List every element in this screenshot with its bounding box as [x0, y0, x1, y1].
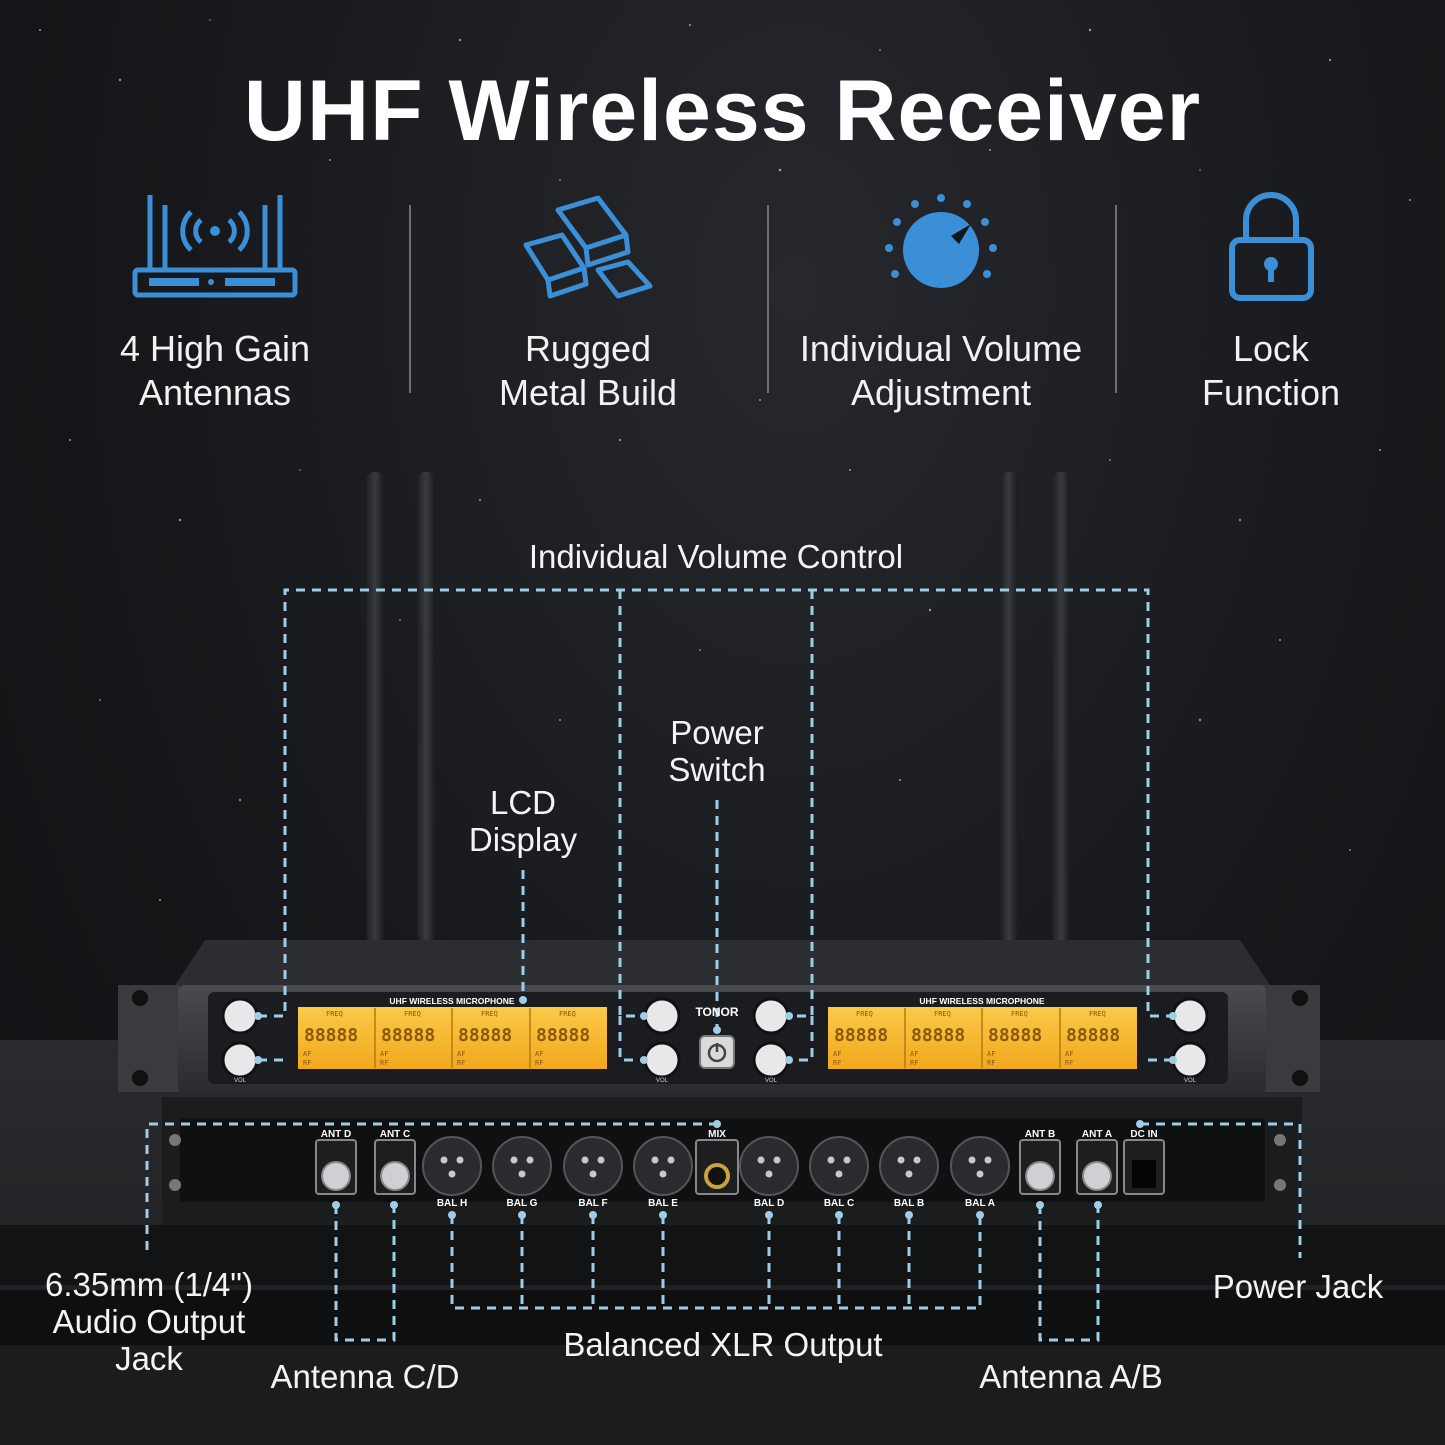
feature-volume: Individual Volume Adjustment — [776, 190, 1106, 415]
port-label-dc-in: DC IN — [1130, 1129, 1157, 1140]
lcd-af: AF — [910, 1050, 918, 1058]
port-label-ant-d: ANT D — [321, 1129, 352, 1140]
port-label-xlr: BAL H — [437, 1198, 467, 1209]
lcd-rf: RF — [380, 1059, 388, 1067]
port-label-ant-b: ANT B — [1025, 1129, 1056, 1140]
feature-antennas: 4 High Gain Antennas — [50, 190, 380, 415]
port-label-xlr: BAL E — [648, 1198, 678, 1209]
lcd-digits: 88888 — [911, 1025, 965, 1046]
shelf-band — [0, 1290, 1445, 1345]
lcd-freq-label: FREQ — [326, 1010, 343, 1018]
lcd-heading: UHF WIRELESS MICROPHONE — [919, 996, 1044, 1006]
brand-logo: TONOR — [695, 1005, 738, 1019]
shelf-band — [0, 1225, 1445, 1285]
lcd-digits: 88888 — [536, 1025, 590, 1046]
antenna-router-icon — [132, 195, 298, 298]
knob-label: VOL — [1184, 1078, 1197, 1084]
lcd-freq-label: FREQ — [404, 1010, 421, 1018]
lcd-freq-label: FREQ — [856, 1010, 873, 1018]
port-label-ant-c: ANT C — [380, 1129, 411, 1140]
port-label-xlr: BAL G — [507, 1198, 538, 1209]
lcd-af: AF — [1065, 1050, 1073, 1058]
lcd-freq-label: FREQ — [934, 1010, 951, 1018]
feature-label: Rugged Metal Build — [498, 328, 678, 413]
callout-power-jack: Power Jack — [1212, 1268, 1384, 1305]
knob-label: VOL — [234, 1078, 247, 1084]
callout-balanced-xlr: Balanced XLR Output — [563, 1326, 883, 1363]
lcd-freq-label: FREQ — [1011, 1010, 1028, 1018]
starfield-background — [39, 19, 1411, 901]
callout-lcd-display: LCD Display — [468, 784, 578, 858]
divider — [409, 205, 411, 393]
port-label-xlr: BAL D — [754, 1198, 784, 1209]
callout-antenna-ab: Antenna A/B — [979, 1358, 1163, 1395]
callout-volume-control: Individual Volume Control — [528, 538, 904, 575]
lcd-digits: 88888 — [304, 1025, 358, 1046]
feature-label: Individual Volume Adjustment — [799, 328, 1083, 413]
lcd-rf: RF — [910, 1059, 918, 1067]
callout-lines — [145, 588, 1302, 1342]
metal-bars-icon — [523, 195, 653, 299]
divider — [767, 205, 769, 393]
lcd-freq-label: FREQ — [481, 1010, 498, 1018]
lcd-af: AF — [457, 1050, 465, 1058]
feature-label: Lock Function — [1201, 328, 1341, 413]
port-label-mix: MIX — [708, 1129, 726, 1140]
lcd-digits: 88888 — [834, 1025, 888, 1046]
page-title: UHF Wireless Receiver — [243, 63, 1202, 159]
port-label-xlr: BAL B — [894, 1198, 924, 1209]
shelf-band — [0, 1345, 1445, 1445]
lcd-freq-label: FREQ — [559, 1010, 576, 1018]
port-label-xlr: BAL F — [578, 1198, 607, 1209]
callout-audio-output-jack: 6.35mm (1/4") Audio Output Jack — [45, 1266, 253, 1377]
lcd-rf: RF — [303, 1059, 311, 1067]
lcd-rf: RF — [535, 1059, 543, 1067]
divider — [1115, 205, 1117, 393]
port-label-xlr: BAL C — [824, 1198, 854, 1209]
callout-power-switch: Power Switch — [668, 714, 766, 788]
knob-label: VOL — [765, 1078, 778, 1084]
lcd-af: AF — [303, 1050, 311, 1058]
lcd-freq-label: FREQ — [1089, 1010, 1106, 1018]
lcd-af: AF — [833, 1050, 841, 1058]
lcd-af: AF — [380, 1050, 388, 1058]
lcd-rf: RF — [457, 1059, 465, 1067]
lcd-rf: RF — [1065, 1059, 1073, 1067]
lcd-af: AF — [535, 1050, 543, 1058]
feature-lock: Lock Function — [1106, 190, 1436, 415]
lcd-digits: 88888 — [458, 1025, 512, 1046]
callout-antenna-cd: Antenna C/D — [270, 1358, 460, 1395]
port-label-xlr: BAL A — [965, 1198, 995, 1209]
lcd-af: AF — [987, 1050, 995, 1058]
lcd-heading: UHF WIRELESS MICROPHONE — [389, 996, 514, 1006]
lock-icon — [1228, 192, 1314, 301]
lcd-digits: 88888 — [1066, 1025, 1120, 1046]
knob-label: VOL — [656, 1078, 669, 1084]
feature-label: 4 High Gain Antennas — [119, 328, 311, 413]
lcd-digits: 88888 — [381, 1025, 435, 1046]
port-label-ant-a: ANT A — [1082, 1129, 1112, 1140]
lcd-rf: RF — [833, 1059, 841, 1067]
lcd-digits: 88888 — [988, 1025, 1042, 1046]
feature-metal-build: Rugged Metal Build — [423, 190, 753, 415]
volume-knob-icon — [884, 194, 997, 288]
lcd-rf: RF — [987, 1059, 995, 1067]
